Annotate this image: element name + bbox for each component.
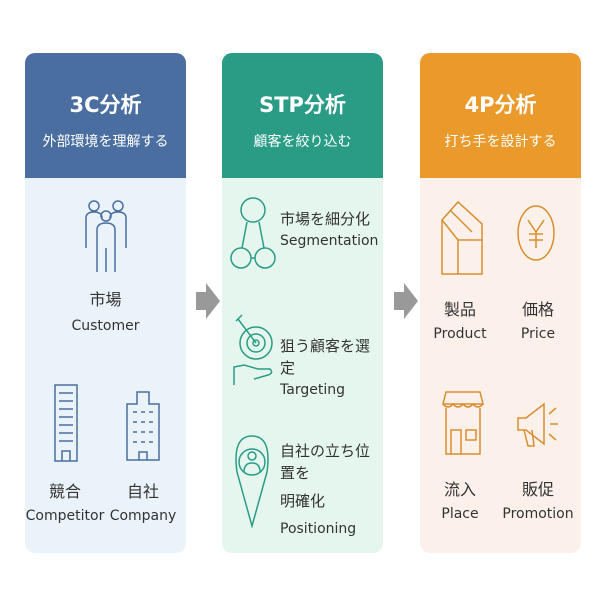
item-customer: 市場 Customer	[25, 290, 186, 336]
item-promotion: 販促 Promotion	[498, 480, 578, 524]
item-en: Customer	[71, 318, 140, 334]
megaphone-icon	[517, 402, 558, 447]
item-en: Competitor	[25, 508, 105, 524]
item-en: Promotion	[502, 506, 574, 522]
4p-body: 製品 Product 価格 Price 流入 Place 販促 Promotio…	[420, 178, 581, 553]
building-icon	[54, 384, 78, 462]
item-ja: 販促	[521, 480, 554, 499]
item-place: 流入 Place	[420, 480, 500, 524]
people-icon	[85, 200, 127, 272]
arrow-right-icon	[196, 283, 220, 319]
item-ja: 狙う顧客を選定	[280, 337, 371, 377]
column-subtitle: 顧客を絞り込む	[253, 134, 352, 150]
3c-body: 市場 Customer 競合 Competitor 自社 Company	[25, 178, 186, 553]
3c-header: 3C分析 外部環境を理解する	[25, 53, 186, 178]
item-competitor: 競合 Competitor	[25, 482, 105, 526]
item-ja: 市場を細分化	[280, 210, 371, 228]
arrow-right-icon	[394, 283, 418, 319]
yen-coin-icon	[517, 205, 555, 261]
office-building-icon	[126, 391, 160, 461]
item-ja: 自社	[126, 482, 159, 501]
item-product: 製品 Product	[420, 300, 500, 344]
item-ja-line2: 明確化	[280, 492, 326, 510]
item-segmentation: 市場を細分化 Segmentation	[280, 208, 378, 252]
item-ja: 競合	[48, 482, 81, 501]
box-icon	[441, 200, 483, 275]
stp-column: STP分析 顧客を絞り込む 市場を細分化 Segmentation 狙う顧客を選…	[222, 53, 383, 553]
stp-header: STP分析 顧客を絞り込む	[222, 53, 383, 178]
item-en: Place	[441, 506, 479, 522]
item-en: Price	[520, 326, 556, 342]
column-subtitle: 打ち手を設計する	[444, 134, 557, 150]
item-price: 価格 Price	[498, 300, 578, 344]
column-title: 3C分析	[69, 93, 142, 117]
item-ja: 製品	[443, 300, 476, 319]
item-en: Product	[433, 326, 487, 342]
store-icon	[442, 391, 484, 455]
item-ja: 自社の立ち位置を	[280, 442, 371, 482]
item-en: Segmentation	[280, 233, 379, 249]
item-ja: 市場	[89, 290, 122, 309]
target-hand-icon	[233, 314, 273, 385]
column-subtitle: 外部環境を理解する	[42, 134, 169, 150]
column-title: 4P分析	[464, 93, 537, 117]
4p-header: 4P分析 打ち手を設計する	[420, 53, 581, 178]
4p-column: 4P分析 打ち手を設計する 製品 Product 価格 Price 流入 Pla…	[420, 53, 581, 553]
column-title: STP分析	[259, 93, 346, 117]
item-positioning: 自社の立ち位置を 明確化 Positioning	[280, 440, 383, 540]
item-en: Company	[109, 508, 177, 524]
item-company: 自社 Company	[103, 482, 183, 526]
item-targeting: 狙う顧客を選定 Targeting	[280, 335, 383, 401]
item-ja: 流入	[443, 480, 476, 499]
item-ja: 価格	[521, 300, 554, 319]
item-en: Targeting	[280, 382, 345, 398]
3c-column: 3C分析 外部環境を理解する 市場 Customer 競合 Competitor…	[25, 53, 186, 553]
network-people-icon	[230, 197, 276, 269]
stp-body: 市場を細分化 Segmentation 狙う顧客を選定 Targeting 自社…	[222, 178, 383, 553]
item-en: Positioning	[280, 521, 357, 537]
location-pin-person-icon	[235, 435, 269, 528]
